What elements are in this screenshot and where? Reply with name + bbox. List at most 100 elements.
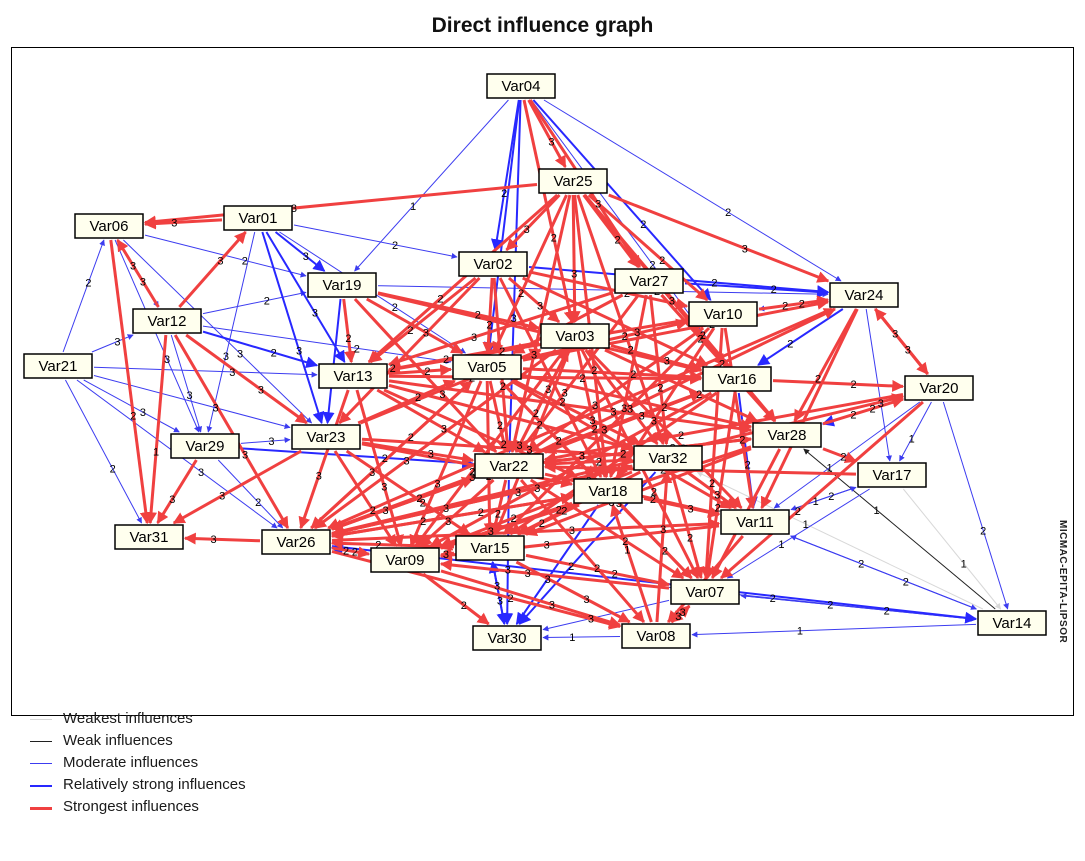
edge-var24-to-var26 [327, 307, 833, 530]
node-var03[interactable]: Var03 [540, 323, 610, 349]
node-label: Var05 [468, 359, 507, 376]
edge-label: 2 [533, 408, 539, 420]
node-var04[interactable]: Var04 [486, 73, 556, 99]
node-label: Var25 [554, 173, 593, 190]
edge-label: 3 [164, 354, 170, 366]
edge-label: 2 [795, 506, 801, 518]
edges-layer [62, 99, 1009, 641]
node-var16[interactable]: Var16 [702, 366, 772, 392]
node-var01[interactable]: Var01 [223, 205, 293, 231]
node-var24[interactable]: Var24 [829, 282, 899, 308]
edge-var23-to-var15 [345, 449, 471, 536]
node-var09[interactable]: Var09 [370, 547, 440, 573]
node-var17[interactable]: Var17 [857, 462, 927, 488]
edge-var02-to-var05 [482, 277, 495, 355]
edge-label: 2 [382, 453, 388, 465]
node-var22[interactable]: Var22 [474, 453, 544, 479]
node-var32[interactable]: Var32 [633, 445, 703, 471]
node-var27[interactable]: Var27 [614, 268, 684, 294]
edge-label: 2 [271, 348, 277, 360]
node-var05[interactable]: Var05 [452, 354, 522, 380]
node-box [318, 363, 388, 389]
edge-label: 2 [651, 486, 657, 498]
edge-label: 2 [709, 478, 715, 490]
node-var02[interactable]: Var02 [458, 251, 528, 277]
node-var31[interactable]: Var31 [114, 524, 184, 550]
node-var11[interactable]: Var11 [720, 509, 790, 535]
node-var25[interactable]: Var25 [538, 168, 608, 194]
node-box [752, 422, 822, 448]
edge-label: 2 [408, 432, 414, 444]
edge-var12-to-var13 [202, 330, 319, 369]
edge-label: 1 [797, 626, 803, 638]
edge-label: 3 [316, 471, 322, 483]
node-var18[interactable]: Var18 [573, 478, 643, 504]
edge-label: 2 [745, 459, 751, 471]
node-var12[interactable]: Var12 [132, 308, 202, 334]
node-box [670, 579, 740, 605]
node-box [720, 509, 790, 535]
edge-var16-to-var20 [772, 379, 905, 392]
edge-var10-to-var11 [723, 327, 758, 510]
node-var23[interactable]: Var23 [291, 424, 361, 450]
edge-var03-to-var18 [576, 349, 609, 479]
node-var28[interactable]: Var28 [752, 422, 822, 448]
edge-label: 3 [601, 425, 607, 437]
edge-var05-to-var24 [522, 298, 830, 362]
edge-label: 1 [778, 539, 784, 551]
edge-label: 3 [589, 415, 595, 427]
edge-label: 2 [497, 420, 503, 432]
edge-var08-to-var18 [610, 503, 653, 623]
node-var10[interactable]: Var10 [688, 301, 758, 327]
edge-var13-to-var05 [388, 364, 453, 377]
node-label: Var04 [502, 78, 541, 95]
node-var19[interactable]: Var19 [307, 272, 377, 298]
node-box [573, 478, 643, 504]
node-box [223, 205, 293, 231]
edge-label: 3 [545, 574, 551, 586]
edge-var32-to-var11 [686, 470, 737, 510]
node-var26[interactable]: Var26 [261, 529, 331, 555]
node-var06[interactable]: Var06 [74, 213, 144, 239]
edge-label: 3 [687, 503, 693, 515]
node-box [474, 453, 544, 479]
edge-var16-to-var09 [429, 391, 713, 548]
node-label: Var24 [845, 287, 884, 304]
node-var15[interactable]: Var15 [455, 535, 525, 561]
edge-label: 2 [507, 593, 513, 605]
edge-label: 2 [870, 404, 876, 416]
node-var21[interactable]: Var21 [23, 353, 93, 379]
edge-var18-to-var15 [517, 503, 580, 536]
edge-label: 3 [223, 351, 229, 363]
edge-var06-to-var31 [109, 239, 152, 525]
edge-label: 1 [873, 505, 879, 517]
node-var08[interactable]: Var08 [621, 623, 691, 649]
node-var30[interactable]: Var30 [472, 625, 542, 651]
edge-label: 3 [878, 398, 884, 410]
edge-label: 3 [562, 387, 568, 399]
edge-label: 2 [130, 410, 136, 422]
node-var13[interactable]: Var13 [318, 363, 388, 389]
edge-var25-to-var06 [143, 182, 538, 228]
node-var20[interactable]: Var20 [904, 375, 974, 401]
edge-label: 2 [443, 354, 449, 366]
edge-label: 3 [381, 482, 387, 494]
edge-label: 3 [526, 444, 532, 456]
node-var29[interactable]: Var29 [170, 433, 240, 459]
edge-var24-to-var11 [760, 308, 859, 510]
edge-label: 3 [545, 384, 551, 396]
edge-label: 3 [651, 415, 657, 427]
edge-var03-to-var11 [587, 348, 743, 510]
edge-label: 2 [375, 540, 381, 552]
edge-label: 3 [680, 607, 686, 619]
edge-label: 3 [445, 516, 451, 528]
edge-label: 3 [534, 483, 540, 495]
edge-label: 3 [488, 526, 494, 538]
node-var14[interactable]: Var14 [977, 610, 1047, 636]
edge-label: 3 [439, 389, 445, 401]
edge-label: 3 [511, 313, 517, 325]
edge-label: 3 [549, 600, 555, 612]
edge-label: 3 [905, 344, 911, 356]
node-var07[interactable]: Var07 [670, 579, 740, 605]
edge-label: 2 [242, 255, 248, 267]
